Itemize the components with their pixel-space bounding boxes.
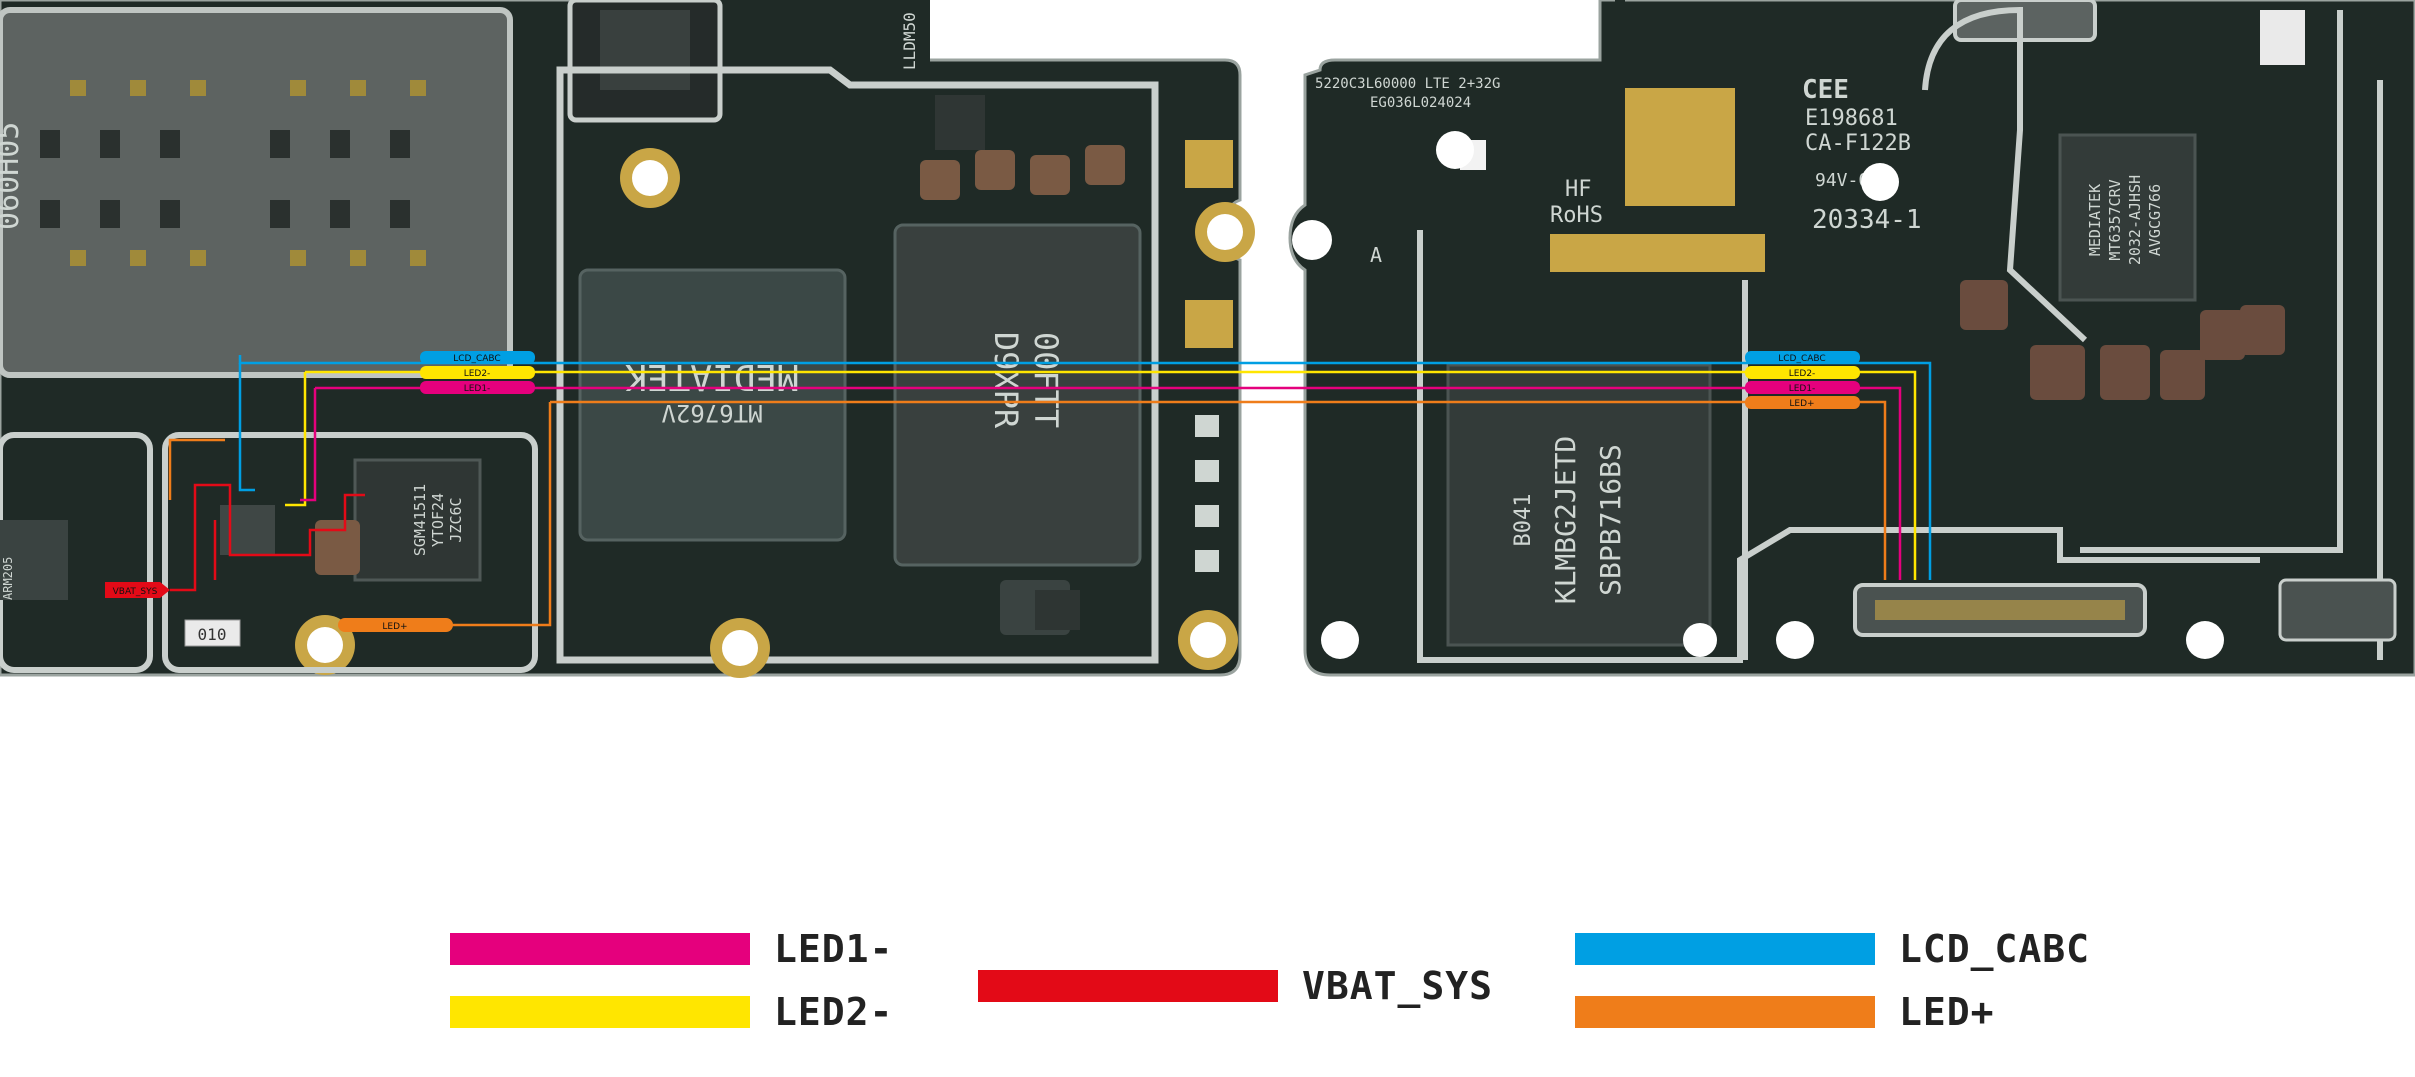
model-line2: EG036L024024 [1370, 95, 1471, 111]
side-label: LLDM50 [900, 12, 919, 70]
trace-led-plus [550, 400, 1887, 580]
cert-mark: CEE [1802, 75, 1849, 105]
hf-mark: HF [1565, 177, 1592, 202]
legend-led2-minus: LED2- [450, 990, 893, 1034]
mtk-part: MT6357CRV [2106, 179, 2124, 260]
model-line1: 5220C3L60000 LTE 2+32G [1315, 76, 1500, 92]
pmic-line2: YTOF24 [429, 493, 447, 547]
trace-vbat-sys [170, 483, 260, 592]
tag-left-lcd-cabc: LCD_CABC [453, 354, 500, 364]
tag-vbat: VBAT_SYS [105, 582, 170, 598]
signal-traces [168, 355, 1932, 627]
small-chip-label: ARM205 [1, 557, 15, 600]
emmc-line3: B041 [1511, 494, 1536, 547]
sim-slot [0, 7, 513, 378]
small-chip [0, 520, 68, 600]
tag-right-led2-minus: LED2- [1789, 369, 1816, 379]
mem-line1: 00FTT [1027, 332, 1065, 428]
rating: 94V-0 [1815, 170, 1869, 191]
mtk-brand: MEDIATEK [2086, 184, 2104, 256]
pmic-line1: SGM41511 [411, 484, 429, 556]
conn-010 [184, 619, 241, 647]
legend-label-led2-minus: LED2- [774, 990, 894, 1034]
legend-led1-minus: LED1- [450, 927, 893, 971]
tag-led-plus-left: LED+ [382, 622, 407, 632]
mtk-lot2: AVGCG766 [2146, 184, 2164, 256]
a-marker: A [1370, 243, 1382, 267]
rohs-mark: RoHS [1550, 203, 1603, 228]
pcb-diagram: 060H05 LLDM50 MEDIATEK MT6762V 00FTT D9X… [0, 0, 2415, 678]
trace-led2-minus [305, 370, 1917, 580]
legend-vbat-sys: VBAT_SYS [978, 964, 1493, 1008]
tag-right-led1-minus: LED1- [1789, 384, 1816, 394]
soc-part: MT6762V [661, 399, 762, 427]
tag-right-lcd-cabc: LCD_CABC [1778, 354, 1825, 364]
pmic-chip [353, 458, 482, 582]
emmc-line2: SBPB716BS [1594, 444, 1627, 596]
tag-right-led-plus: LED+ [1789, 399, 1814, 409]
tag-led-plus-bottom: LED+ [338, 618, 453, 632]
legend-label-vbat-sys: VBAT_SYS [1302, 964, 1494, 1008]
legend-label-lcd-cabc: LCD_CABC [1899, 927, 2091, 971]
tag-left-led1-minus: LED1- [464, 384, 491, 394]
swatch-lcd-cabc [1575, 933, 1875, 965]
emmc-chip [1446, 363, 1712, 647]
mem-line2: D9XPR [987, 332, 1025, 429]
swatch-led2-minus [450, 996, 750, 1028]
left-marking: 060H05 [0, 122, 26, 230]
legend-lcd-cabc: LCD_CABC [1575, 927, 2090, 971]
mtk-lot: 2032-AJHSH [2126, 175, 2144, 265]
memory-chip [893, 223, 1142, 567]
soc-chip [578, 268, 847, 542]
trace-led1-minus [315, 386, 1902, 580]
code2: CA-F122B [1805, 131, 1911, 156]
pmic-line3: JZC6C [447, 497, 465, 542]
emmc-line1: KLMBG2JETD [1549, 436, 1582, 605]
right-board: 5220C3L60000 LTE 2+32G EG036L024024 CEE … [1288, 0, 2415, 677]
trace-lcd-cabc [238, 355, 1932, 580]
legend-label-led-plus: LED+ [1899, 990, 1995, 1034]
tags-left: LCD_CABC LED2- LED1- [420, 351, 535, 394]
tags-right: LCD_CABC LED2- LED1- LED+ [1745, 351, 1860, 409]
tag-left-led2-minus: LED2- [464, 369, 491, 379]
swatch-led-plus [1575, 996, 1875, 1028]
legend-label-led1-minus: LED1- [774, 927, 894, 971]
tag-vbat-sys: VBAT_SYS [113, 587, 158, 597]
conn-010-label: 010 [198, 625, 227, 644]
legend-led-plus: LED+ [1575, 990, 1995, 1034]
date-code: 20334-1 [1812, 205, 1922, 235]
code1: E198681 [1805, 106, 1898, 131]
swatch-vbat-sys [978, 970, 1278, 1002]
mtk-pmic-chip [2058, 133, 2197, 302]
swatch-led1-minus [450, 933, 750, 965]
